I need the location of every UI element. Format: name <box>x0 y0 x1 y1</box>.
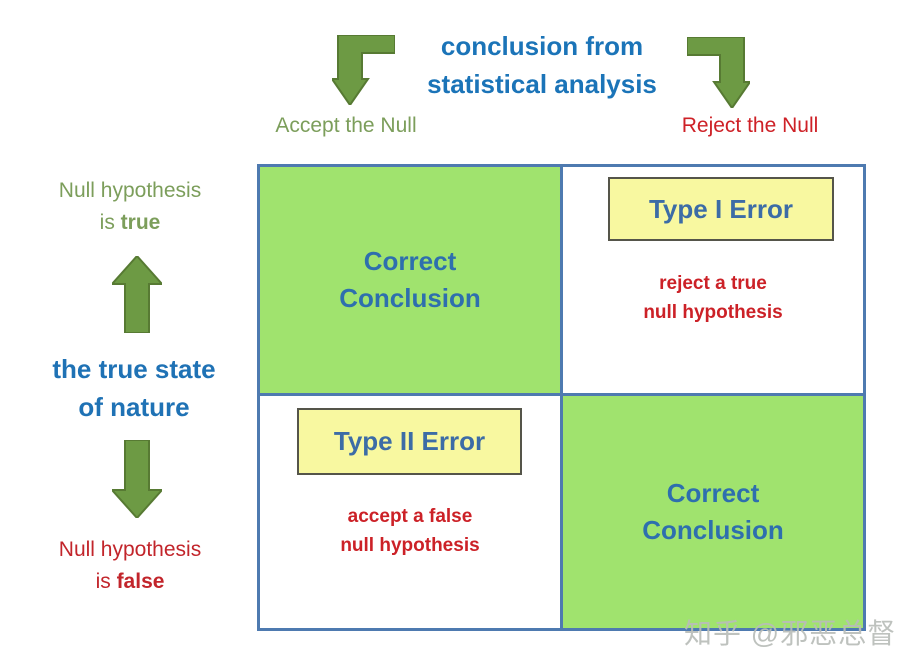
down-arrow-icon <box>112 440 162 518</box>
null-false-label-line1: Null hypothesis <box>58 538 202 561</box>
cell-correct-accept-true: Correct Conclusion <box>260 167 563 396</box>
cell-type-1-error: Type I Error reject a true null hypothes… <box>563 167 863 396</box>
cell-type-2-error: Type II Error accept a false null hypoth… <box>260 396 563 628</box>
elbow-arrow-down-left-icon <box>332 35 395 105</box>
diagram-title: conclusion from statistical analysis <box>392 27 692 103</box>
null-false-label-line2: is false <box>95 570 165 593</box>
null-true-label-line2: is true <box>99 211 161 234</box>
diagram-title-line1: conclusion from <box>440 31 644 61</box>
type-1-error-description: reject a true null hypothesis <box>643 273 783 323</box>
type-2-error-label: Type II Error <box>333 426 486 456</box>
type-2-error-description: accept a false null hypothesis <box>340 506 480 556</box>
true-state-of-nature-label: the true state of nature <box>24 350 244 426</box>
reject-null-label: Reject the Null <box>681 114 819 137</box>
type-2-error-box: Type II Error <box>297 408 522 475</box>
diagram-title-line2: statistical analysis <box>427 69 657 99</box>
axis-title-line2: of nature <box>78 392 190 422</box>
null-false-label: Null hypothesis is false <box>30 534 230 598</box>
cell-correct-reject-false: Correct Conclusion <box>563 396 863 628</box>
up-arrow-icon <box>112 256 162 333</box>
null-true-label: Null hypothesis is true <box>30 175 230 239</box>
null-true-label-line1: Null hypothesis <box>58 179 202 202</box>
zhihu-watermark: 知乎 @邪恶总督 <box>684 618 897 649</box>
decision-matrix: Correct Conclusion Type I Error reject a… <box>257 164 866 631</box>
correct-conclusion-label-top: Correct Conclusion <box>339 246 481 313</box>
correct-conclusion-label-bottom: Correct Conclusion <box>642 478 784 545</box>
elbow-arrow-down-right-icon <box>687 37 750 108</box>
axis-title-line1: the true state <box>52 354 216 384</box>
type-1-error-box: Type I Error <box>608 177 834 241</box>
accept-null-label: Accept the Null <box>275 114 417 137</box>
type-1-error-label: Type I Error <box>648 193 793 224</box>
